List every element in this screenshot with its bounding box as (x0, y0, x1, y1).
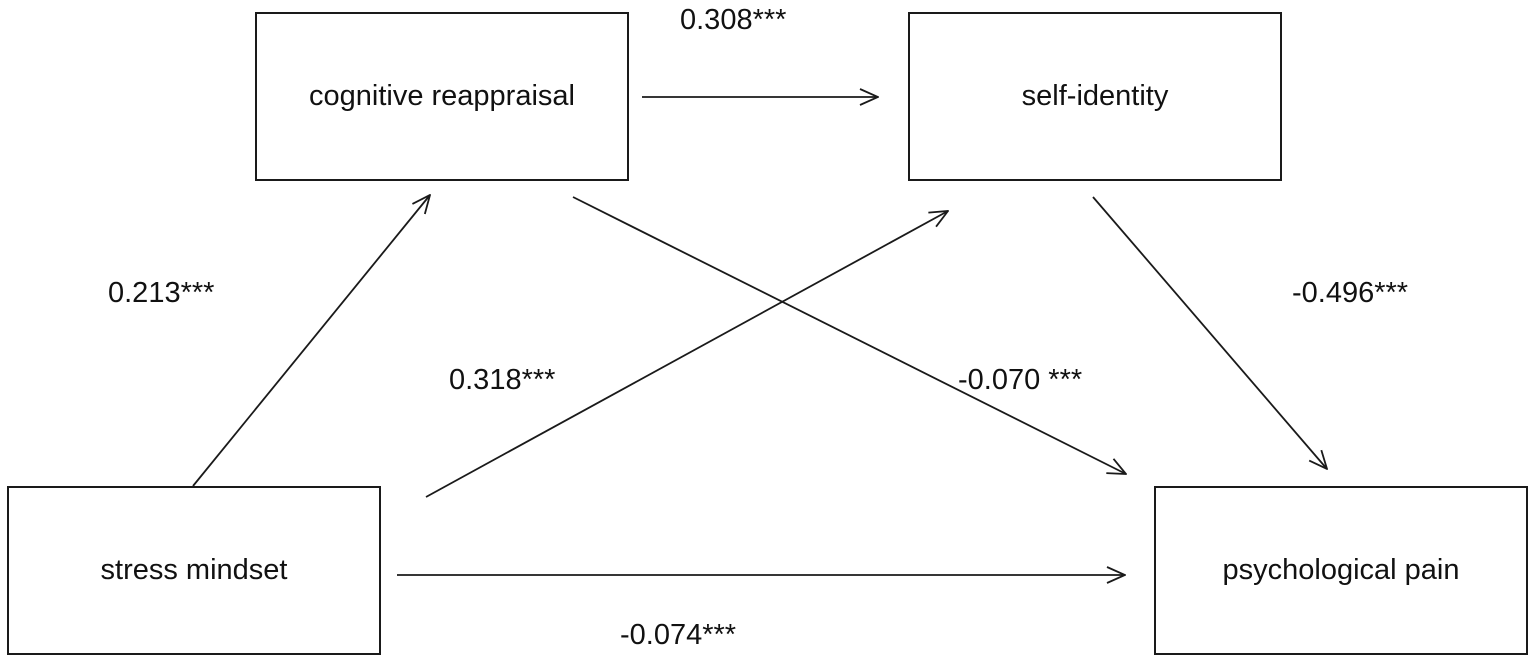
arrow-cognitive-reappraisal-to-psychological-pain (572, 196, 1126, 474)
arrow-self-identity-to-psychological-pain (1092, 196, 1327, 469)
node-label: self-identity (1021, 80, 1169, 112)
coef-stress-mindset-to-self-identity: 0.318*** (449, 364, 556, 396)
arrow-stress-mindset-to-self-identity (425, 211, 948, 498)
node-label: stress mindset (100, 554, 288, 586)
node-label: cognitive reappraisal (309, 80, 575, 112)
coef-cognitive-reappraisal-to-self-identity: 0.308*** (680, 4, 787, 36)
arrow-stress-mindset-to-cognitive-reappraisal (192, 195, 430, 487)
node-label: psychological pain (1222, 554, 1460, 586)
coef-stress-mindset-to-cognitive-reappraisal: 0.213*** (108, 277, 215, 309)
coef-cognitive-reappraisal-to-psychological-pain: -0.070 *** (958, 364, 1083, 396)
coef-stress-mindset-to-psychological-pain: -0.074*** (620, 619, 737, 651)
node-cognitive-reappraisal: cognitive reappraisal (255, 12, 629, 181)
coef-self-identity-to-psychological-pain: -0.496*** (1292, 277, 1409, 309)
node-self-identity: self-identity (908, 12, 1282, 181)
node-psychological-pain: psychological pain (1154, 486, 1528, 655)
node-stress-mindset: stress mindset (7, 486, 381, 655)
